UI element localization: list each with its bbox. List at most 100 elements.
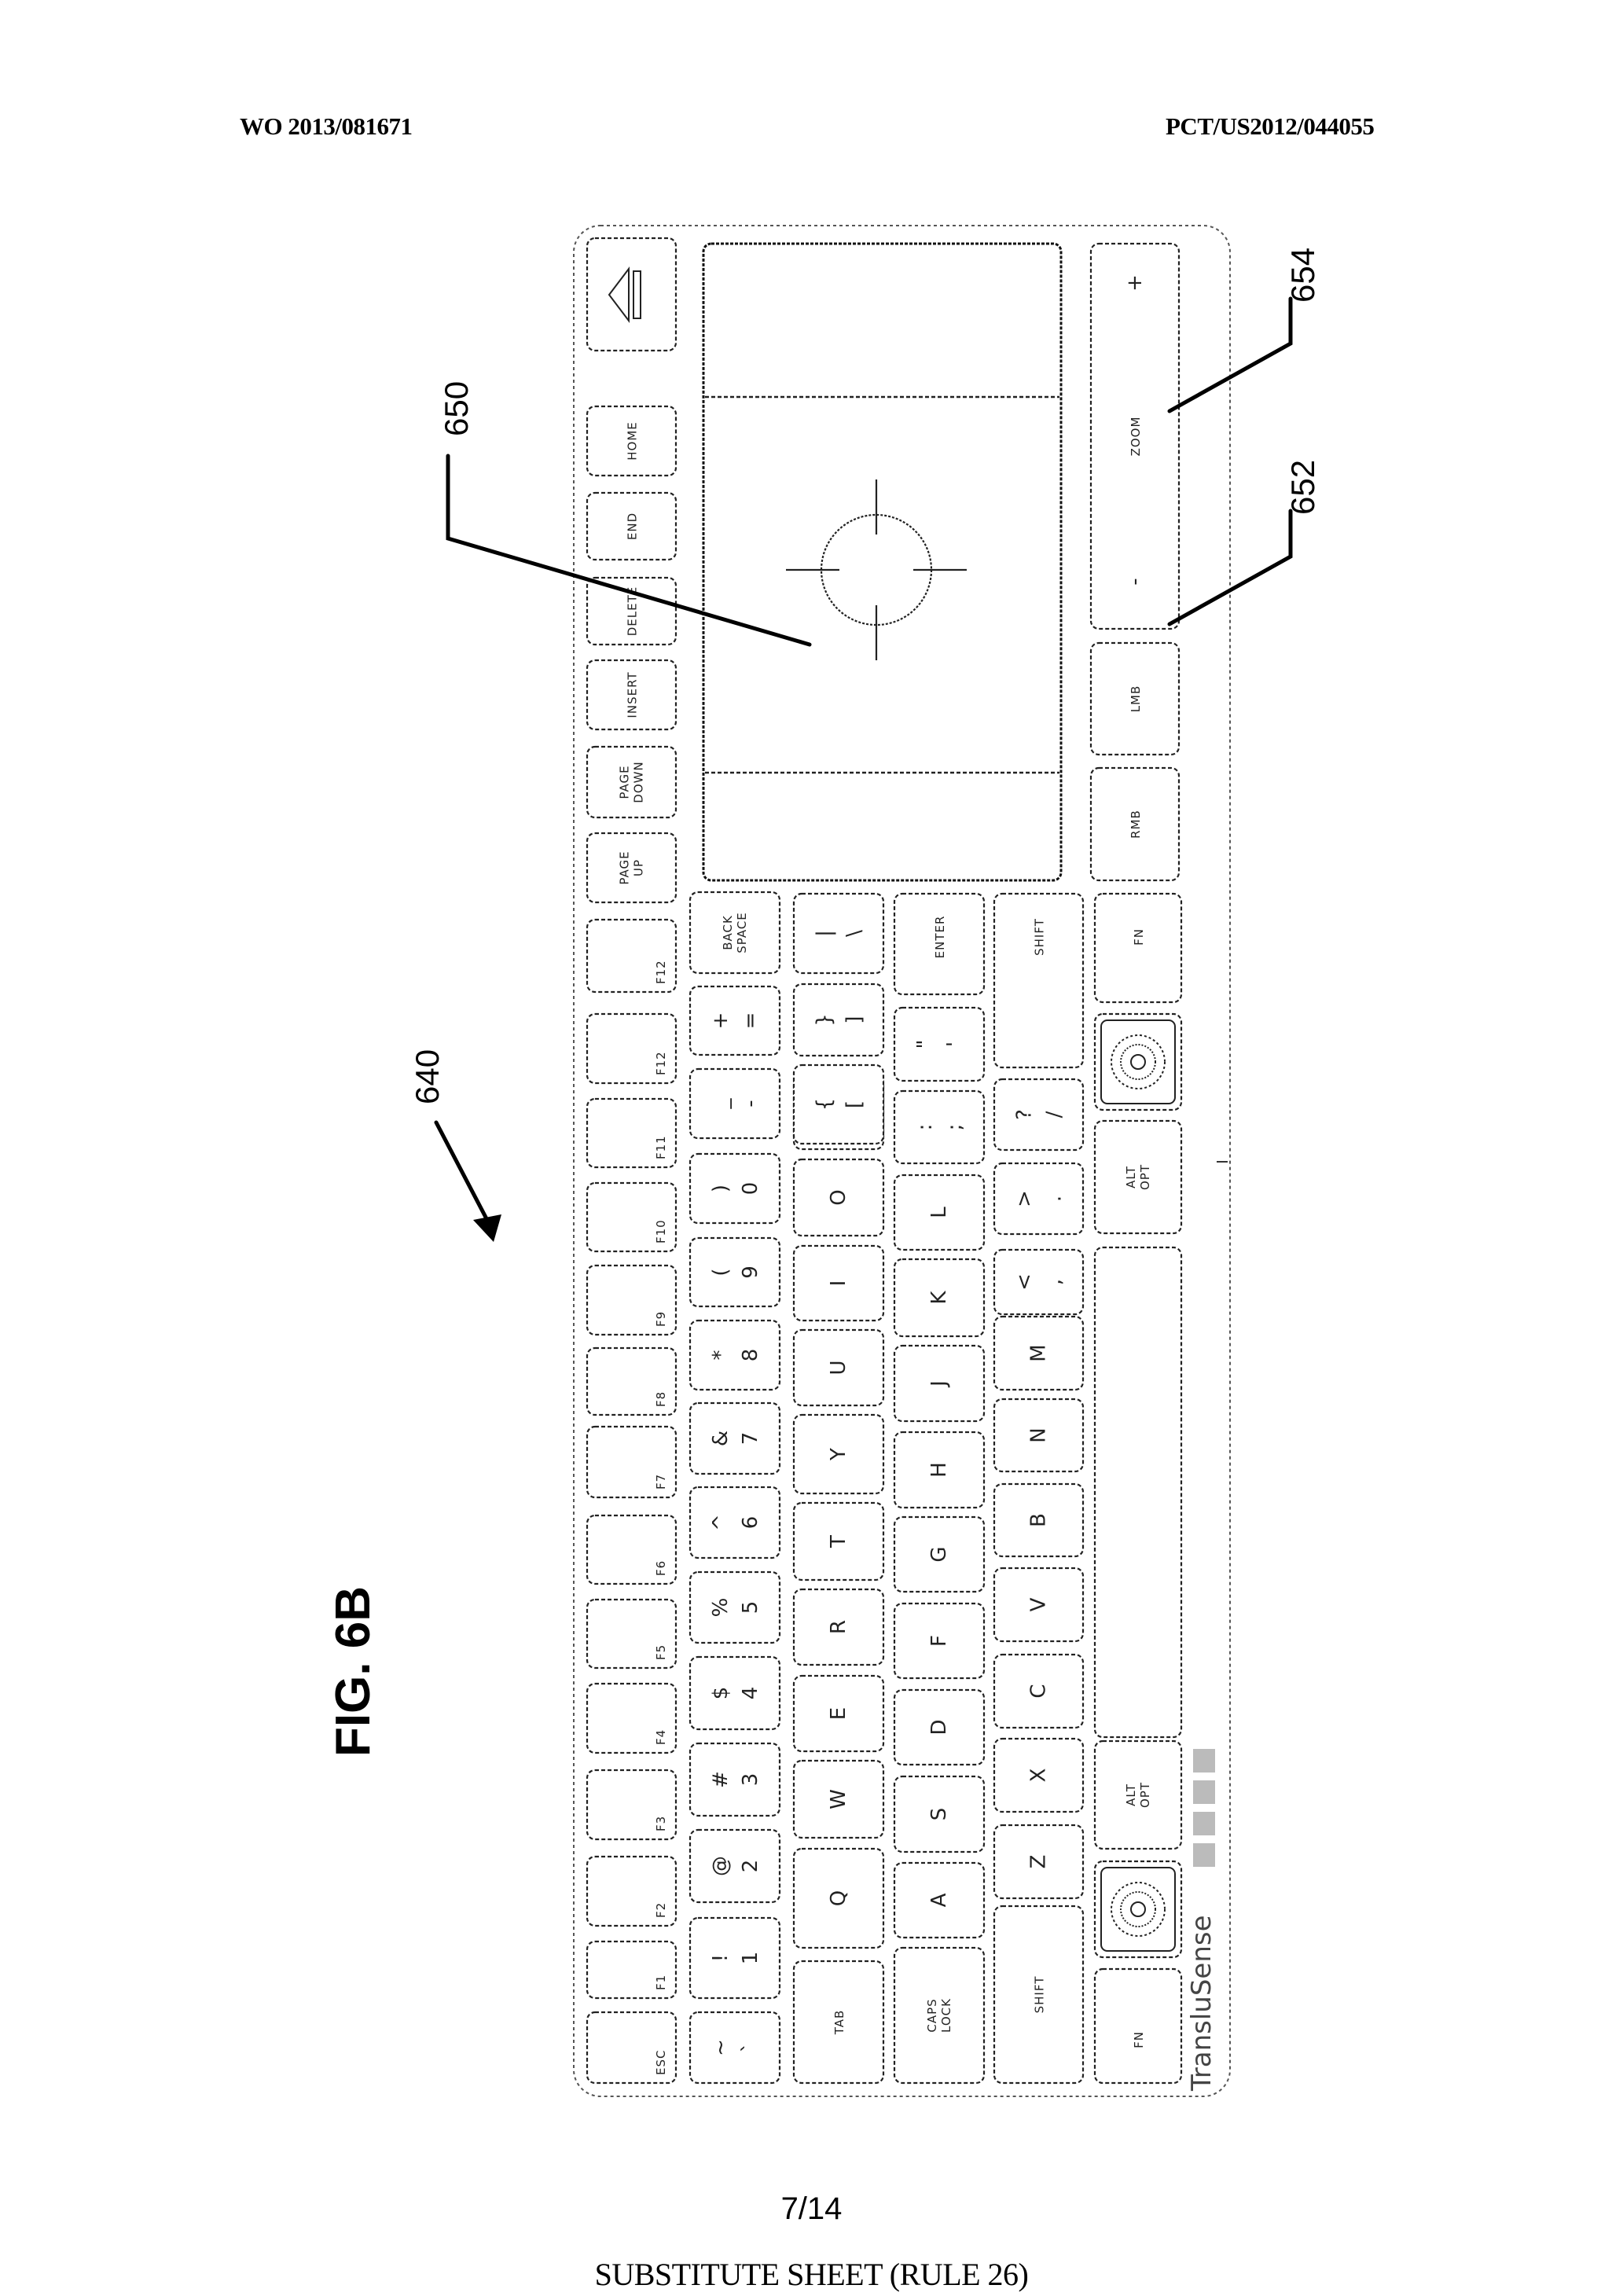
key-letter-h[interactable]: H bbox=[893, 1431, 986, 1509]
key-cap[interactable] bbox=[1093, 1967, 1183, 2085]
key-f2[interactable]: F2 bbox=[586, 1855, 677, 1927]
key-digit-0[interactable]: )0 bbox=[688, 1152, 781, 1225]
key-cap[interactable] bbox=[893, 1602, 986, 1680]
key-bracket-11[interactable]: {[ bbox=[792, 1064, 885, 1145]
key-cap[interactable] bbox=[586, 491, 677, 561]
key-cap[interactable] bbox=[688, 1067, 781, 1140]
key-letter-a[interactable]: A bbox=[893, 1861, 986, 1939]
key-cap[interactable] bbox=[893, 1344, 986, 1423]
key-cap[interactable] bbox=[792, 1960, 885, 2085]
key-digit[interactable]: += bbox=[688, 985, 781, 1056]
key-cap[interactable] bbox=[688, 1401, 781, 1475]
key-cap[interactable] bbox=[586, 832, 677, 904]
key-letter-t[interactable]: T bbox=[792, 1501, 885, 1581]
key-f12[interactable]: F12 bbox=[586, 1012, 677, 1085]
key-cap[interactable] bbox=[993, 1398, 1085, 1473]
key-letter-q[interactable]: Q bbox=[792, 1847, 885, 1949]
key-rmb[interactable]: RMB bbox=[1089, 766, 1181, 882]
key-end[interactable]: END bbox=[586, 491, 677, 561]
key-logo-key-5[interactable] bbox=[1093, 1012, 1183, 1111]
key-cap[interactable] bbox=[586, 1855, 677, 1927]
key-cap[interactable] bbox=[893, 1515, 986, 1593]
key-cap[interactable] bbox=[893, 1089, 986, 1165]
key-letter-w[interactable]: W bbox=[792, 1759, 885, 1839]
touchpad-surface[interactable] bbox=[702, 242, 1063, 882]
key-cap[interactable] bbox=[893, 1174, 986, 1251]
key-letter-b[interactable]: B bbox=[993, 1482, 1085, 1558]
key-f9[interactable]: F9 bbox=[586, 1264, 677, 1336]
key-cap[interactable] bbox=[688, 985, 781, 1056]
key-punct-8[interactable]: <, bbox=[993, 1248, 1085, 1316]
key-cap[interactable] bbox=[993, 1482, 1085, 1558]
key-fn-0[interactable]: FN bbox=[1093, 1967, 1183, 2085]
key-letter-c[interactable]: C bbox=[993, 1653, 1085, 1729]
key-cap[interactable] bbox=[792, 892, 885, 975]
key-digit-3[interactable]: #3 bbox=[688, 1742, 781, 1817]
key-digit[interactable]: _- bbox=[688, 1067, 781, 1140]
key-letter-g[interactable]: G bbox=[893, 1515, 986, 1593]
key-letter-m[interactable]: M bbox=[993, 1315, 1085, 1391]
key-digit[interactable]: ~` bbox=[688, 2011, 781, 2085]
key-f8[interactable]: F8 bbox=[586, 1346, 677, 1416]
key-eject[interactable] bbox=[586, 237, 677, 352]
key-cap[interactable] bbox=[993, 1248, 1085, 1316]
key-delete[interactable]: DELETE bbox=[586, 576, 677, 646]
key-cap[interactable] bbox=[1089, 641, 1181, 756]
key-cap[interactable] bbox=[586, 1346, 677, 1416]
key-letter-u[interactable]: U bbox=[792, 1328, 885, 1407]
key-cap[interactable] bbox=[688, 1486, 781, 1559]
key-punct-9[interactable]: >. bbox=[993, 1162, 1085, 1236]
key-letter-x[interactable]: X bbox=[993, 1737, 1085, 1813]
key-cap[interactable] bbox=[893, 1688, 986, 1766]
key-cap[interactable] bbox=[893, 1258, 986, 1338]
key-f3[interactable]: F3 bbox=[586, 1769, 677, 1841]
key-cap[interactable] bbox=[1093, 892, 1183, 1004]
key-cap[interactable] bbox=[1093, 1119, 1183, 1235]
key-cap[interactable] bbox=[688, 2011, 781, 2085]
key-cap[interactable] bbox=[688, 1742, 781, 1817]
key-cap[interactable] bbox=[893, 1431, 986, 1509]
key-cap[interactable] bbox=[1093, 1012, 1183, 1111]
key-cap[interactable] bbox=[586, 1097, 677, 1169]
key-cap[interactable] bbox=[993, 892, 1085, 1069]
key-cap[interactable] bbox=[688, 1655, 781, 1731]
key-bracket-13[interactable]: |\ bbox=[792, 892, 885, 975]
key-f5[interactable]: F5 bbox=[586, 1598, 677, 1670]
key-letter-d[interactable]: D bbox=[893, 1688, 986, 1766]
key-cap[interactable] bbox=[688, 1152, 781, 1225]
key-cap[interactable] bbox=[792, 1328, 885, 1407]
key-cap[interactable] bbox=[586, 1682, 677, 1754]
key-home[interactable]: HOME bbox=[586, 405, 677, 477]
key-f11[interactable]: F11 bbox=[586, 1097, 677, 1169]
key-f12[interactable]: F12 bbox=[586, 918, 677, 994]
key-fn-6[interactable]: FN bbox=[1093, 892, 1183, 1004]
key-cap[interactable] bbox=[893, 1946, 986, 2085]
key-cap[interactable] bbox=[586, 1598, 677, 1670]
key-cap[interactable] bbox=[993, 1567, 1085, 1643]
key-digit-7[interactable]: &7 bbox=[688, 1401, 781, 1475]
key-cap[interactable] bbox=[586, 237, 677, 352]
key-cap[interactable] bbox=[688, 891, 781, 975]
key-cap[interactable] bbox=[993, 1315, 1085, 1391]
key-cap[interactable] bbox=[586, 1425, 677, 1499]
key-cap[interactable] bbox=[792, 1244, 885, 1322]
key-punct-10[interactable]: :; bbox=[893, 1089, 986, 1165]
key-digit-1[interactable]: !1 bbox=[688, 1916, 781, 2000]
key-cap[interactable] bbox=[586, 918, 677, 994]
key-tab[interactable]: TAB bbox=[792, 1960, 885, 2085]
key-cap[interactable] bbox=[586, 659, 677, 731]
key-cap[interactable] bbox=[792, 1847, 885, 1949]
key-letter-l[interactable]: L bbox=[893, 1174, 986, 1251]
key-cap[interactable] bbox=[586, 1769, 677, 1841]
key-letter-j[interactable]: J bbox=[893, 1344, 986, 1423]
key-cap[interactable] bbox=[792, 1501, 885, 1581]
key-bracket-12[interactable]: }] bbox=[792, 983, 885, 1057]
key-f6[interactable]: F6 bbox=[586, 1514, 677, 1585]
key-cap[interactable] bbox=[1089, 766, 1181, 882]
key-cap[interactable] bbox=[586, 1514, 677, 1585]
touchpad[interactable] bbox=[702, 242, 1063, 882]
key-letter-v[interactable]: V bbox=[993, 1567, 1085, 1643]
